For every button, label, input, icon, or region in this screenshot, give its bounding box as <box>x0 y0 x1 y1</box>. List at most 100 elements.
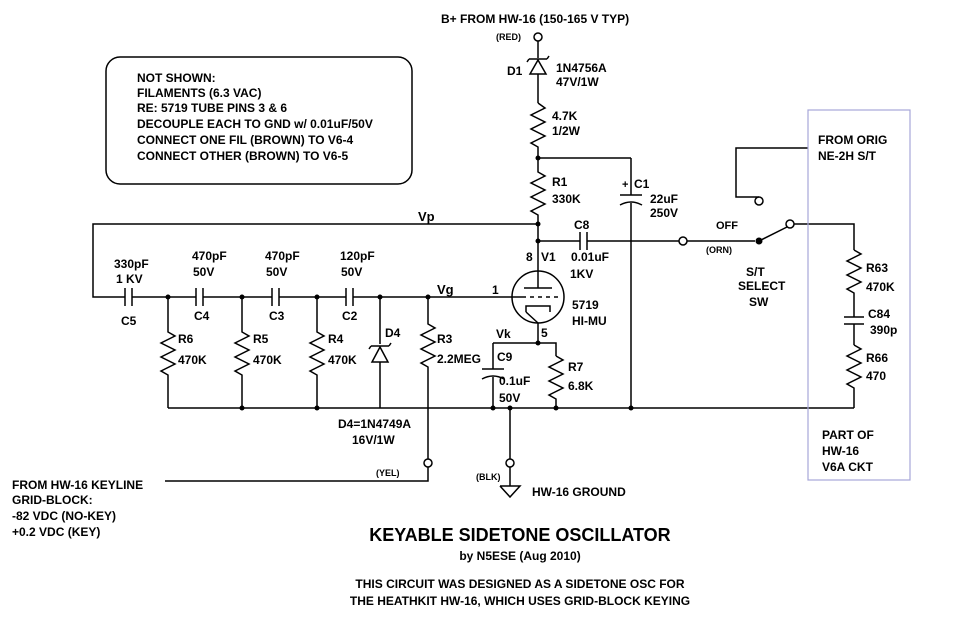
keyline-wire-color: (YEL) <box>376 468 400 478</box>
v1-ref: V1 <box>541 250 556 264</box>
r7-resistor <box>547 355 565 408</box>
v1-desc: HI-MU <box>572 314 607 328</box>
r-drop-resistor <box>529 102 547 158</box>
switch-name-3: SW <box>749 295 769 309</box>
r7-ref: R7 <box>568 360 584 374</box>
r66-value: 470 <box>866 369 886 383</box>
diagram-desc-1: THIS CIRCUIT WAS DESIGNED AS A SIDETONE … <box>355 577 684 591</box>
c2-capacitor <box>345 288 354 306</box>
c5-rating: 1 KV <box>116 272 143 286</box>
r-drop-rating: 1/2W <box>552 124 581 138</box>
c9-ref: C9 <box>497 350 513 364</box>
c1-capacitor <box>619 194 643 408</box>
supply-wire-color: (RED) <box>496 32 521 42</box>
keyline-line-1: FROM HW-16 KEYLINE <box>12 478 143 492</box>
c9-capacitor <box>481 343 505 408</box>
switch-wire-color: (ORN) <box>706 245 732 255</box>
node-vg-label: Vg <box>437 282 454 297</box>
c5-capacitor <box>124 288 133 306</box>
c4-rating: 50V <box>193 265 214 279</box>
bplus-terminal <box>533 32 543 42</box>
d4-note-rating: 16V/1W <box>352 433 395 447</box>
keyline-terminal <box>423 458 433 468</box>
r1-ref: R1 <box>552 175 568 189</box>
v1-pin-plate: 8 <box>526 250 533 264</box>
notes-box: NOT SHOWN: FILAMENTS (6.3 VAC) RE: 5719 … <box>105 56 413 185</box>
r63-ref: R63 <box>866 261 888 275</box>
switch-off-label: OFF <box>716 220 738 232</box>
c3-capacitor <box>271 288 280 306</box>
switch-name-2: SELECT <box>738 279 786 293</box>
c4-value: 470pF <box>192 249 227 263</box>
r63-resistor <box>845 249 863 317</box>
r4-value: 470K <box>328 353 357 367</box>
c4-ref: C4 <box>194 309 210 323</box>
r-drop-value: 4.7K <box>552 109 578 123</box>
r6-value: 470K <box>178 353 207 367</box>
c1-rating: 250V <box>650 206 678 220</box>
r6-ref: R6 <box>178 332 194 346</box>
c5-value: 330pF <box>114 257 149 271</box>
r5-ref: R5 <box>253 332 269 346</box>
notes-line-2: FILAMENTS (6.3 VAC) <box>137 86 261 100</box>
hw16-v6a-box <box>807 109 911 481</box>
r63-value: 470K <box>866 280 895 294</box>
c3-ref: C3 <box>269 309 285 323</box>
st-select-switch <box>735 147 855 250</box>
diagram-desc-2: THE HEATHKIT HW-16, WHICH USES GRID-BLOC… <box>350 594 690 608</box>
c9-rating: 50V <box>499 391 520 405</box>
orn-terminal <box>678 236 688 246</box>
r4-ref: R4 <box>328 332 344 346</box>
r3-value: 2.2MEG <box>437 352 481 366</box>
keyline-line-3: -82 VDC (NO-KEY) <box>12 509 116 523</box>
c5-ref: C5 <box>121 314 137 328</box>
supply-label: B+ FROM HW-16 (150-165 V TYP) <box>441 12 629 26</box>
part-of-line-2: HW-16 <box>822 444 859 458</box>
v1-tube <box>511 270 565 343</box>
r1-value: 330K <box>552 192 581 206</box>
d1-part: 1N4756A <box>556 61 607 75</box>
r66-resistor <box>845 344 863 408</box>
c1-ref-label: C1 <box>634 177 650 191</box>
ground-wire-color: (BLK) <box>476 472 501 482</box>
r3-ref: R3 <box>437 332 453 346</box>
c2-rating: 50V <box>341 265 362 279</box>
c8-rating: 1KV <box>570 267 593 281</box>
part-of-line-3: V6A CKT <box>822 460 874 474</box>
notes-line-4: DECOUPLE EACH TO GND w/ 0.01uF/50V <box>137 117 373 131</box>
ground-symbol <box>499 485 522 499</box>
c1-polarity: + <box>622 179 628 191</box>
r4-resistor <box>308 297 326 408</box>
orig-line-2: NE-2H S/T <box>818 149 877 163</box>
c4-capacitor <box>195 288 204 306</box>
c9-value: 0.1uF <box>499 374 530 388</box>
feedback-wire <box>92 223 538 298</box>
r3-resistor <box>419 297 437 459</box>
notes-line-1: NOT SHOWN: <box>137 71 216 85</box>
d1-rating: 47V/1W <box>556 75 599 89</box>
switch-name-1: S/T <box>746 265 765 279</box>
keyline-line-2: GRID-BLOCK: <box>12 493 93 507</box>
r6-resistor <box>159 297 177 408</box>
d1-ref: D1 <box>507 64 523 78</box>
ground-label: HW-16 GROUND <box>532 485 626 499</box>
r1-resistor <box>529 158 547 224</box>
d4-note-part: D4=1N4749A <box>338 417 411 431</box>
d4-zener-diode <box>368 297 392 408</box>
c84-ref: C84 <box>868 307 890 321</box>
c2-ref: C2 <box>342 309 358 323</box>
r5-resistor <box>233 297 251 408</box>
d1-zener-diode <box>526 41 550 103</box>
v1-pin-cathode: 5 <box>541 326 548 340</box>
v1-pin-grid: 1 <box>492 283 499 297</box>
part-of-line-1: PART OF <box>822 428 874 442</box>
node-vp-label: Vp <box>418 209 435 224</box>
c1-value: 22uF <box>650 192 678 206</box>
c3-value: 470pF <box>265 249 300 263</box>
c84-capacitor <box>844 316 864 345</box>
keyline-line-4: +0.2 VDC (KEY) <box>12 525 100 539</box>
d4-ref: D4 <box>385 326 401 340</box>
notes-line-6: CONNECT OTHER (BROWN) TO V6-5 <box>137 149 348 163</box>
orig-line-1: FROM ORIG <box>818 133 887 147</box>
